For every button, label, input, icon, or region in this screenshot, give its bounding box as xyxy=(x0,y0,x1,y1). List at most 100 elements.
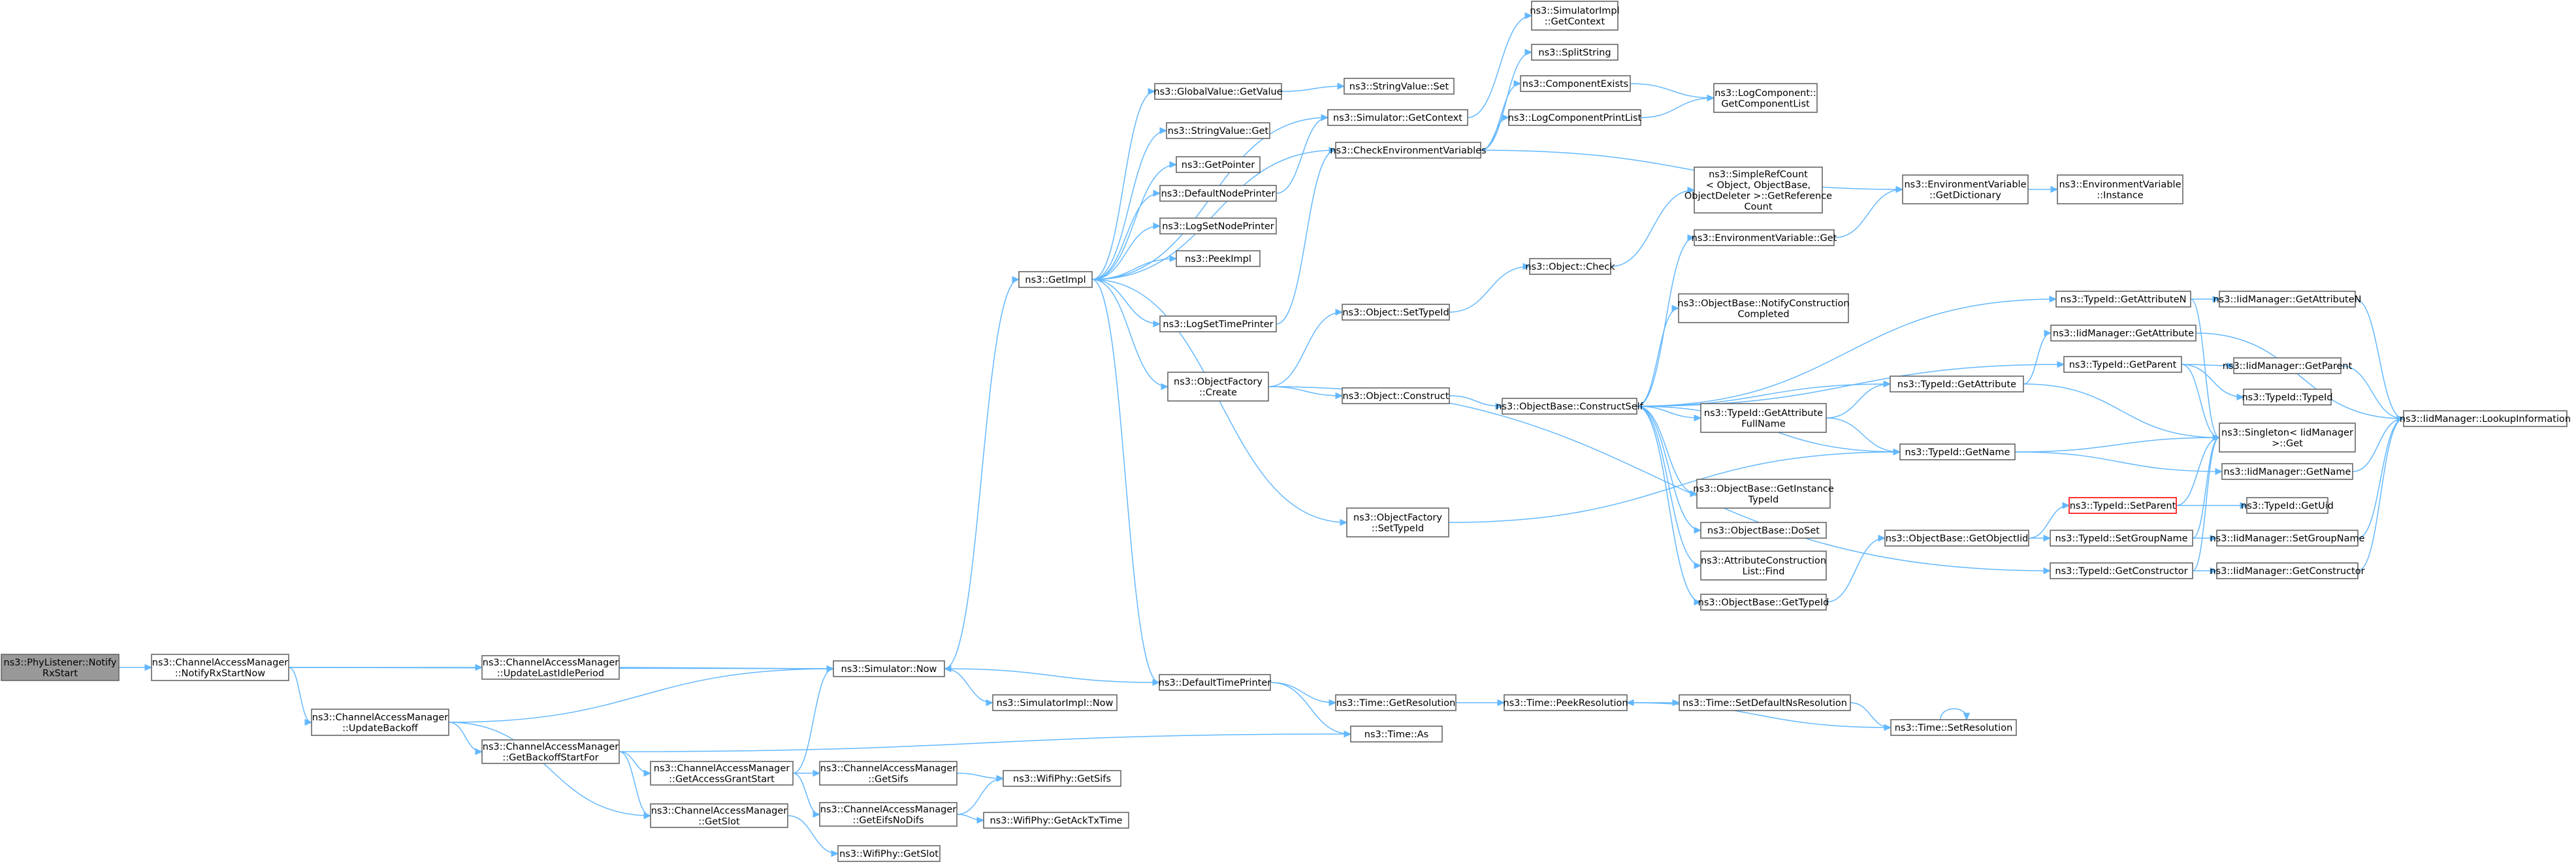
node-box xyxy=(2050,325,2197,342)
node-ns3-environmentvariable-get[interactable]: ns3::EnvironmentVariable::Get xyxy=(1692,229,1837,246)
node-box xyxy=(1159,315,1277,332)
edge-n4-to-n13 xyxy=(944,276,1020,669)
node-label: ns3::TypeId::GetAttribute xyxy=(1704,408,1823,419)
node-ns3-time-peekresolution[interactable]: ns3::Time::PeekResolution xyxy=(1503,694,1628,711)
node-ns3-wifiphy-getacktxtime[interactable]: ns3::WifiPhy::GetAckTxTime xyxy=(983,812,1129,829)
node-label: Completed xyxy=(1737,309,1789,319)
node-label: ns3::ChannelAccessManager xyxy=(152,658,289,668)
edge-n24-to-n31 xyxy=(1276,114,1329,194)
node-ns3-channelaccessmanager-geteifsnodifs[interactable]: ns3::ChannelAccessManager::GetEifsNoDifs xyxy=(819,802,958,827)
node-ns3-environmentvariable-getdictionary[interactable]: ns3::EnvironmentVariable::GetDictionary xyxy=(1902,174,2029,204)
node-ns3-iidmanager-getparent[interactable]: ns3::IidManager::GetParent xyxy=(2223,357,2353,374)
node-ns3-globalvalue-getvalue[interactable]: ns3::GlobalValue::GetValue xyxy=(1153,83,1283,100)
node-box xyxy=(2069,497,2177,514)
node-ns3-channelaccessmanager-getbackoffstartfor[interactable]: ns3::ChannelAccessManager::GetBackoffSta… xyxy=(481,739,620,764)
node-ns3-typeid-getconstructor[interactable]: ns3::TypeId::GetConstructor xyxy=(2050,562,2193,579)
node-label: ns3::TypeId::TypeId xyxy=(2242,392,2332,403)
node-ns3-time-setresolution[interactable]: ns3::Time::SetResolution xyxy=(1890,719,2017,736)
node-label: ns3::TypeId::GetAttributeN xyxy=(2060,295,2186,305)
node-ns3-getpointer[interactable]: ns3::GetPointer xyxy=(1176,156,1261,173)
node-ns3-object-check[interactable]: ns3::Object::Check xyxy=(1525,258,1615,275)
node-ns3-componentexists[interactable]: ns3::ComponentExists xyxy=(1520,75,1631,92)
node-ns3-defaultnodeprinter[interactable]: ns3::DefaultNodePrinter xyxy=(1159,185,1277,202)
node-ns3-objectbase-constructself[interactable]: ns3::ObjectBase::ConstructSelf xyxy=(1496,398,1644,415)
node-ns3-simulatorimpl-getcontext[interactable]: ns3::SimulatorImpl::GetContext xyxy=(1530,1,1620,31)
node-label: ns3::IidManager::GetAttribute xyxy=(2053,328,2194,339)
node-ns3-getimpl[interactable]: ns3::GetImpl xyxy=(1018,271,1093,288)
node-box xyxy=(1531,1,1618,31)
node-ns3-simulator-now[interactable]: ns3::Simulator::Now xyxy=(833,660,945,677)
node-ns3-stringvalue-get[interactable]: ns3::StringValue::Get xyxy=(1166,122,1270,139)
node-ns3-logsetnodeprinter[interactable]: ns3::LogSetNodePrinter xyxy=(1159,217,1277,234)
node-box xyxy=(2403,410,2568,427)
node-ns3-typeid-getattributen[interactable]: ns3::TypeId::GetAttributeN xyxy=(2055,291,2191,308)
node-ns3-objectbase-getobjectiid[interactable]: ns3::ObjectBase::GetObjectIid xyxy=(1884,530,2029,547)
node-label: ::GetDictionary xyxy=(1929,190,2001,200)
node-ns3-object-construct[interactable]: ns3::Object::Construct xyxy=(1342,387,1450,404)
node-label: ::UpdateLastIdlePeriod xyxy=(497,668,604,679)
node-ns3-typeid-getname[interactable]: ns3::TypeId::GetName xyxy=(1899,443,2016,460)
node-ns3-simplerefcount-object-objectbase-objectdeleter-getreference-count[interactable]: ns3::SimpleRefCount< Object, ObjectBase,… xyxy=(1684,167,1832,214)
node-ns3-channelaccessmanager-updatebackoff[interactable]: ns3::ChannelAccessManager::UpdateBackoff xyxy=(311,709,449,736)
node-label: ::Create xyxy=(1199,387,1237,398)
node-ns3-logcomponent-getcomponentlist[interactable]: ns3::LogComponent::GetComponentList xyxy=(1713,83,1818,113)
node-ns3-iidmanager-getconstructor[interactable]: ns3::IidManager::GetConstructor xyxy=(2210,562,2365,579)
edge-n13-to-n23 xyxy=(1091,161,1178,280)
node-ns3-iidmanager-getattributen[interactable]: ns3::IidManager::GetAttributeN xyxy=(2213,291,2362,308)
node-ns3-simulatorimpl-now[interactable]: ns3::SimulatorImpl::Now xyxy=(992,694,1118,711)
node-ns3-object-settypeid[interactable]: ns3::Object::SetTypeId xyxy=(1342,304,1450,321)
node-label: ns3::Time::SetDefaultNsResolution xyxy=(1682,698,1847,709)
node-ns3-channelaccessmanager-notifyrxstartnow[interactable]: ns3::ChannelAccessManager::NotifyRxStart… xyxy=(151,654,289,681)
node-ns3-wifiphy-getsifs[interactable]: ns3::WifiPhy::GetSifs xyxy=(1003,770,1121,787)
node-ns3-time-as[interactable]: ns3::Time::As xyxy=(1350,726,1443,743)
node-label: ns3::TypeId::SetParent xyxy=(2070,501,2176,511)
node-label: ns3::StringValue::Set xyxy=(1349,82,1449,92)
node-ns3-iidmanager-setgroupname[interactable]: ns3::IidManager::SetGroupName xyxy=(2210,530,2365,547)
node-ns3-environmentvariable-instance[interactable]: ns3::EnvironmentVariable::Instance xyxy=(2057,174,2183,204)
node-ns3-objectfactory-settypeid[interactable]: ns3::ObjectFactory::SetTypeId xyxy=(1346,507,1449,537)
node-ns3-typeid-setparent[interactable]: ns3::TypeId::SetParent xyxy=(2069,497,2177,514)
node-ns3-typeid-setgroupname[interactable]: ns3::TypeId::SetGroupName xyxy=(2050,530,2193,547)
node-ns3-stringvalue-set[interactable]: ns3::StringValue::Set xyxy=(1344,78,1455,95)
node-ns3-wifiphy-getslot[interactable]: ns3::WifiPhy::GetSlot xyxy=(837,845,941,862)
edge-n13-to-n24 xyxy=(1091,189,1161,280)
node-box xyxy=(1154,83,1282,100)
node-ns3-typeid-getattribute[interactable]: ns3::TypeId::GetAttribute xyxy=(1890,376,2024,392)
node-label: ns3::TypeId::GetUid xyxy=(2241,501,2334,511)
node-ns3-iidmanager-getattribute[interactable]: ns3::IidManager::GetAttribute xyxy=(2050,325,2197,342)
node-ns3-phylistener-notify-rxstart[interactable]: ns3::PhyListener::NotifyRxStart xyxy=(1,654,120,681)
node-label: ::GetBackoffStartFor xyxy=(502,752,598,763)
node-label: ns3::Time::SetResolution xyxy=(1895,723,2013,733)
node-ns3-peekimpl[interactable]: ns3::PeekImpl xyxy=(1176,250,1261,267)
node-box xyxy=(1342,304,1450,321)
node-ns3-defaulttimeprinter[interactable]: ns3::DefaultTimePrinter xyxy=(1159,674,1271,691)
edge-n67-to-n69 xyxy=(2357,415,2405,539)
node-ns3-objectbase-doset[interactable]: ns3::ObjectBase::DoSet xyxy=(1700,522,1827,539)
node-ns3-objectbase-notifyconstruction-completed[interactable]: ns3::ObjectBase::NotifyConstructionCompl… xyxy=(1677,293,1850,323)
node-ns3-channelaccessmanager-getslot[interactable]: ns3::ChannelAccessManager::GetSlot xyxy=(650,803,788,828)
node-ns3-splitstring[interactable]: ns3::SplitString xyxy=(1531,44,1618,61)
node-ns3-singleton-iidmanager-get[interactable]: ns3::Singleton< IidManager >::Get xyxy=(2219,423,2356,453)
node-ns3-simulator-getcontext[interactable]: ns3::Simulator::GetContext xyxy=(1327,109,1468,126)
node-ns3-typeid-getuid[interactable]: ns3::TypeId::GetUid xyxy=(2241,497,2334,514)
node-label: ns3::EnvironmentVariable xyxy=(2059,180,2181,190)
node-ns3-time-getresolution[interactable]: ns3::Time::GetResolution xyxy=(1335,694,1457,711)
node-ns3-logsettimeprinter[interactable]: ns3::LogSetTimePrinter xyxy=(1159,315,1277,332)
node-ns3-logcomponentprintlist[interactable]: ns3::LogComponentPrintList xyxy=(1508,109,1642,126)
node-ns3-iidmanager-getname[interactable]: ns3::IidManager::GetName xyxy=(2221,463,2353,480)
node-ns3-channelaccessmanager-getsifs[interactable]: ns3::ChannelAccessManager::GetSifs xyxy=(819,761,958,786)
node-ns3-iidmanager-lookupinformation[interactable]: ns3::IidManager::LookupInformation xyxy=(2400,410,2571,427)
node-ns3-channelaccessmanager-getaccessgrantstart[interactable]: ns3::ChannelAccessManager::GetAccessGran… xyxy=(650,761,794,786)
node-ns3-checkenvironmentvariables[interactable]: ns3::CheckEnvironmentVariables xyxy=(1330,142,1487,159)
node-ns3-objectfactory-create[interactable]: ns3::ObjectFactory::Create xyxy=(1167,372,1269,402)
node-ns3-typeid-typeid[interactable]: ns3::TypeId::TypeId xyxy=(2242,389,2333,406)
node-ns3-typeid-getparent[interactable]: ns3::TypeId::GetParent xyxy=(2063,356,2182,373)
node-ns3-time-setdefaultnsresolution[interactable]: ns3::Time::SetDefaultNsResolution xyxy=(1679,694,1851,711)
node-ns3-channelaccessmanager-updatelastidleperiod[interactable]: ns3::ChannelAccessManager::UpdateLastIdl… xyxy=(481,655,620,680)
node-ns3-objectbase-gettypeid[interactable]: ns3::ObjectBase::GetTypeId xyxy=(1698,594,1829,611)
